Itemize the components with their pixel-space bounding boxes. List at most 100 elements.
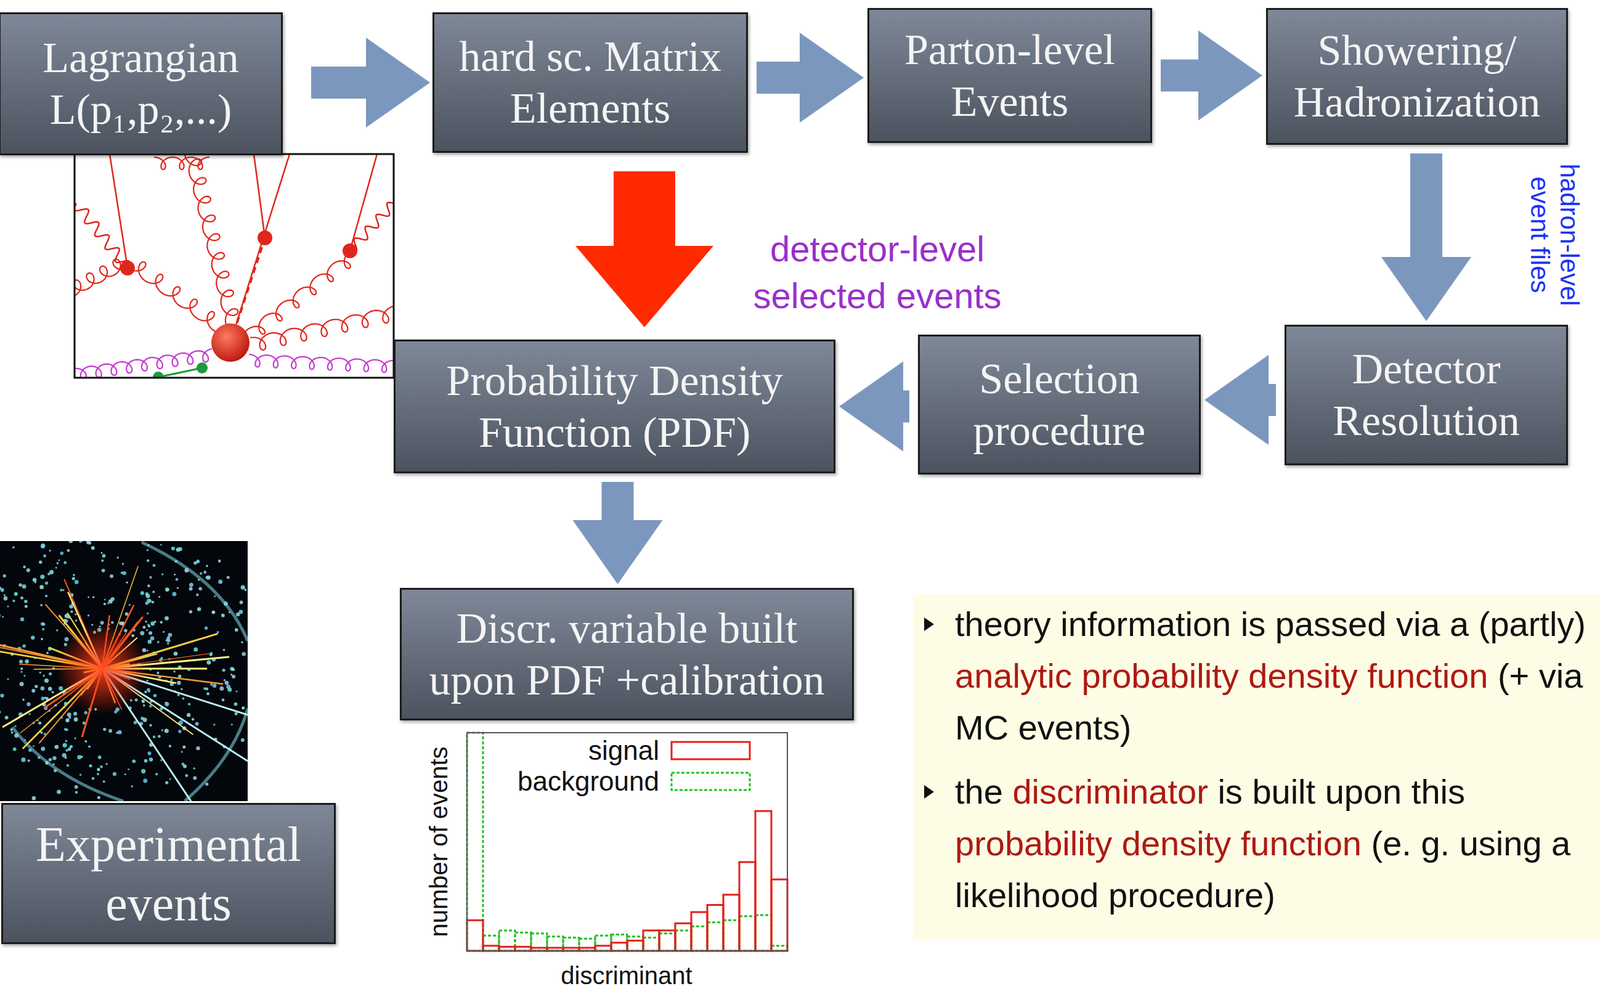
hit-dot [28,712,31,715]
background-bar [723,919,740,951]
hit-dot [0,587,5,592]
hit-dot [23,674,26,677]
hit-dot [22,565,26,569]
signal-bar [691,911,708,951]
hit-dot [147,584,150,588]
hit-dot [78,540,82,543]
background-bar [563,937,580,951]
hit-dot [210,683,213,686]
particle-line [253,154,265,238]
legend-label: signal [474,735,660,766]
hit-dot [146,612,150,615]
hit-dot [187,702,191,706]
hit-dot [49,549,52,552]
hit-dot [41,627,45,631]
gluon-line [184,155,243,343]
hit-dot [176,680,182,686]
hit-dot [75,791,79,795]
hit-dot [70,609,73,613]
hit-dot [218,559,222,563]
hit-dot [59,588,63,592]
hit-dot [152,590,155,593]
hit-dot [173,651,179,656]
particle-line [158,367,203,378]
interaction-blob [211,323,250,362]
hit-dot [92,595,95,599]
gluon-line [74,348,212,378]
background-bar [531,933,548,951]
hit-dot [229,666,234,671]
hit-dot [54,744,60,750]
hit-dot [87,614,90,617]
hit-dot [148,630,153,635]
hit-dot [142,778,148,784]
hit-dot [150,636,155,641]
hit-dot [166,636,171,640]
hit-dot [46,651,49,655]
photon-line [74,203,130,269]
hit-dot [65,718,70,723]
hit-dot [170,678,174,682]
hit-dot [62,588,65,591]
hit-dot [124,773,127,776]
particle-line [349,154,378,251]
plot-frame [467,732,788,951]
box-label: Probability Density Function (PDF) [405,354,824,459]
hit-dot [12,599,15,602]
hit-dot [69,540,74,543]
hit-dot [189,582,194,588]
hit-dot [11,731,14,734]
hit-dot [12,545,15,549]
hit-dot [108,728,113,733]
hit-dot [213,723,216,726]
hit-dot [65,749,68,752]
hit-dot [146,649,149,652]
hit-dot [97,795,101,800]
hit-dot [206,692,210,696]
hit-dot [173,573,176,576]
hit-dot [166,642,169,645]
hit-dot [73,717,79,722]
hit-dot [77,754,82,760]
hit-dot [155,772,158,776]
vertex-dot [196,362,208,374]
hit-dot [125,611,129,616]
hit-dot [221,698,225,702]
hit-dot [55,566,58,569]
bullet-triangle [924,617,935,631]
background-bar [515,932,532,951]
hit-dot [199,572,203,575]
hit-dot [75,619,78,622]
hit-dot [64,728,67,731]
hit-dot [180,688,183,691]
hit-dot [142,704,146,707]
hit-dot [48,672,52,676]
feynman-frame-fill [74,154,394,378]
vertex-dot [342,243,358,259]
signal-bar [723,894,740,951]
hit-dot [84,739,87,743]
hit-dot [3,574,7,578]
hit-dot [195,559,200,564]
hit-dot [219,686,224,691]
hit-dot [240,738,245,742]
legend-label: background [474,765,660,797]
hit-dot [101,552,103,554]
hit-dot [19,659,23,663]
hit-dot [204,626,208,630]
hit-dot [96,772,100,776]
hit-dot [42,674,45,677]
hit-dot [212,683,217,688]
hit-dot [142,625,147,629]
hit-dot [3,596,8,601]
hit-dot [241,651,246,657]
hit-dot [195,746,201,751]
background-bar [499,930,516,951]
hit-dot [117,556,120,559]
hit-dot [20,596,24,600]
hit-dot [164,728,169,733]
hit-dot [101,568,106,573]
bullet-item: theory information is passed via a (part… [954,598,1588,754]
box-label: Parton-level Events [879,24,1141,128]
hit-dot [39,671,42,675]
